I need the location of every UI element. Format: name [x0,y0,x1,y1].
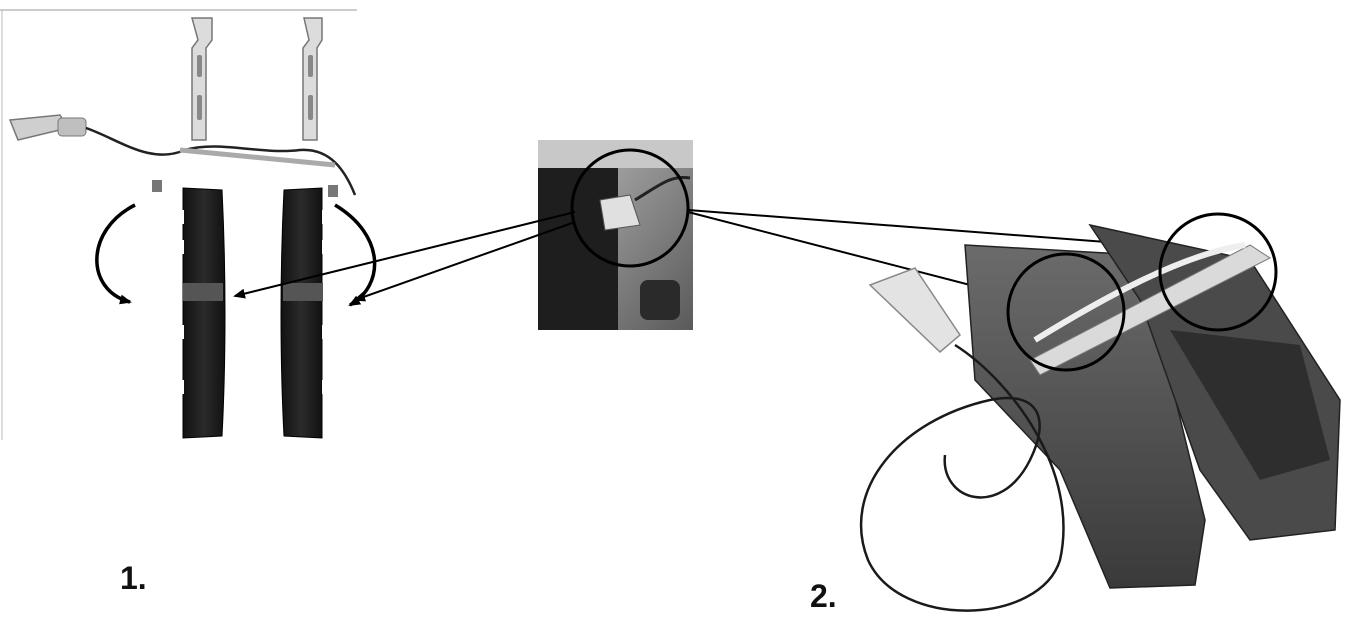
panel-2-assembled-view [861,214,1340,611]
detail-inset-photo [538,140,693,330]
step-label-1: 1. [120,560,147,597]
sensor-plug [870,268,960,352]
anti-rattle-clip-right [303,18,322,140]
curved-arrow-right-icon [335,205,375,305]
leader-arrow-to-sensor-far [688,210,1158,246]
leader-arrow-to-sensor-near [688,212,1005,294]
anti-rattle-clip-left [192,18,212,140]
brake-pad-left [178,188,225,438]
step-label-2: 2. [810,578,837,615]
curved-arrow-left-icon [97,205,135,302]
panel-1-exploded-view [0,10,375,440]
brake-pad-right [281,188,328,438]
